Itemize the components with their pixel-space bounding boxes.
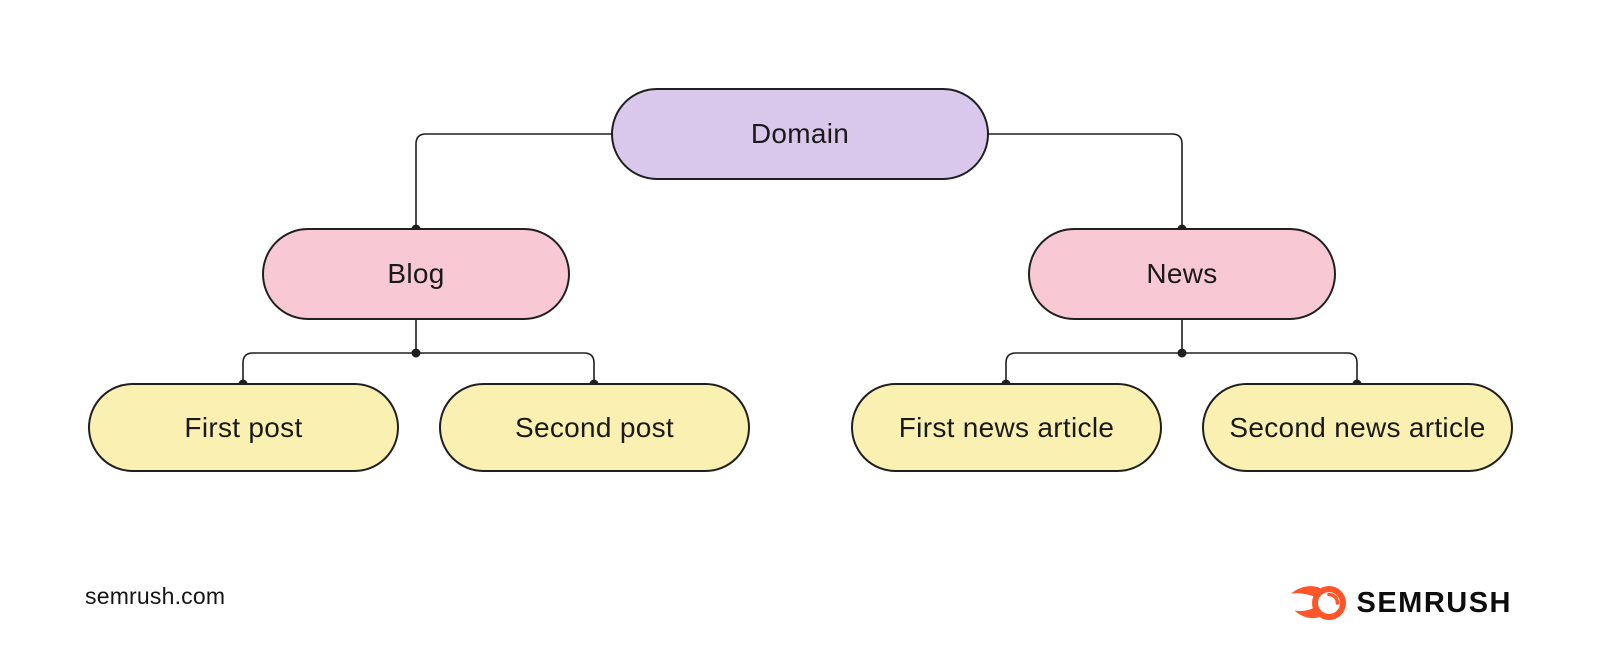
edge-blog-children (242, 352, 595, 384)
dot-blog-junction (411, 348, 421, 358)
node-domain: Domain (611, 88, 989, 180)
node-second-post-label: Second post (515, 411, 674, 443)
node-first-post-label: First post (184, 411, 303, 443)
node-domain-label: Domain (750, 118, 850, 149)
node-first-news-article: First news article (851, 383, 1162, 472)
semrush-logo: SEMRUSH (1291, 585, 1512, 621)
edge-domain-blog (415, 133, 800, 229)
node-first-post: First post (88, 383, 399, 472)
node-blog-label: Blog (387, 258, 445, 289)
semrush-wordmark: SEMRUSH (1356, 586, 1512, 619)
edge-domain-news (800, 133, 1183, 229)
node-blog: Blog (262, 228, 570, 320)
node-news: News (1028, 228, 1336, 320)
comet-ball-highlight-arc (1327, 592, 1340, 605)
node-second-post: Second post (439, 383, 750, 472)
node-second-news-article-label: Second news article (1229, 411, 1486, 443)
node-news-label: News (1146, 258, 1218, 289)
dot-news-junction (1177, 348, 1187, 358)
semrush-comet-icon (1291, 586, 1347, 620)
edge-news-children (1005, 352, 1358, 384)
node-second-news-article: Second news article (1202, 383, 1513, 472)
site-url-text: semrush.com (85, 583, 226, 609)
node-first-news-article-label: First news article (898, 411, 1115, 443)
